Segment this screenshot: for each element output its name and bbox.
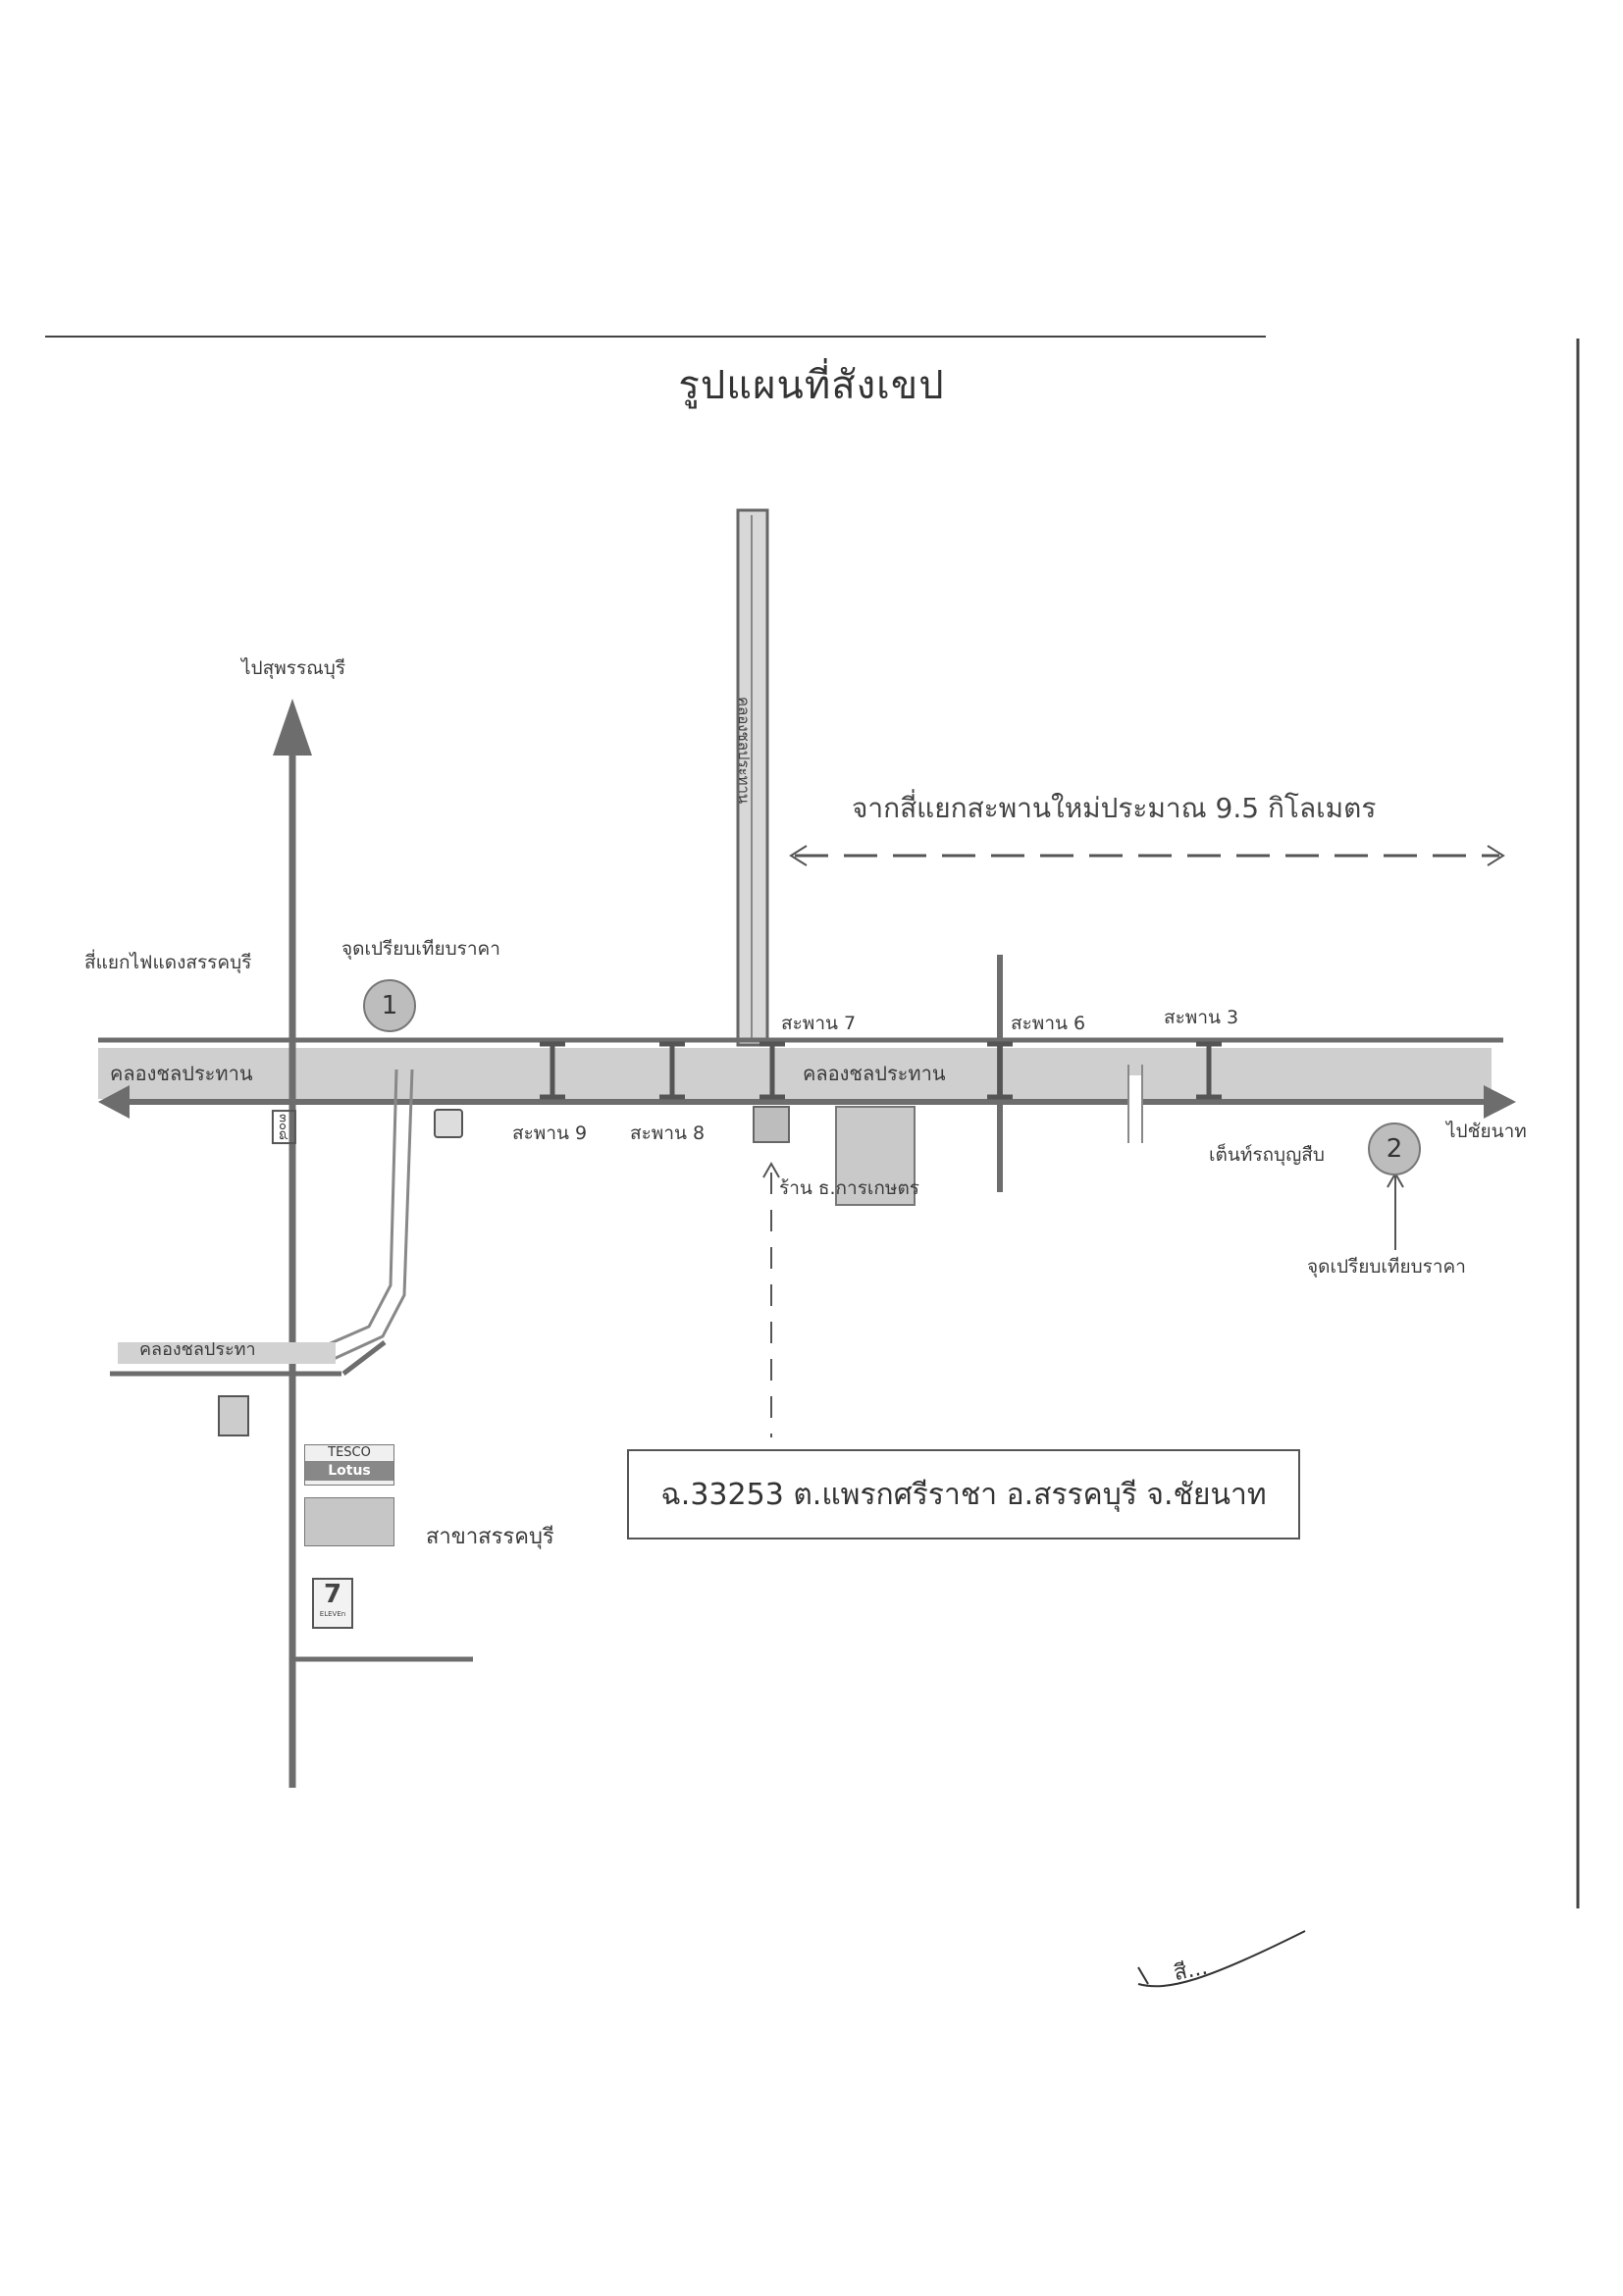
label-canal-center: คลองชลประทาน — [803, 1062, 946, 1085]
label-canal-left: คลองชลประทาน — [110, 1062, 253, 1085]
bridge-8-symbol — [659, 1041, 685, 1100]
label-canal-vertical: คลองชลประทาน — [735, 697, 753, 805]
signature: สี... — [1171, 1955, 1210, 1987]
label-tent: เต็นท์รถบุญสืบ — [1209, 1144, 1325, 1166]
bridge-7-symbol — [759, 1041, 785, 1100]
distance-note: จากสี่แยกสะพานใหม่ประมาณ 9.5 กิโลเมตร — [852, 792, 1377, 824]
bridge-6-symbol — [987, 1041, 1013, 1100]
compare-marker-2: 2 — [1368, 1122, 1421, 1175]
bridge-3-symbol — [1196, 1041, 1222, 1100]
branch-bank-logo-icon — [304, 1497, 394, 1546]
address-text: ฉ.33253 ต.แพรกศรีราชา อ.สรรคบุรี จ.ชัยนา… — [660, 1477, 1267, 1512]
label-bridge-7: สะพาน 7 — [781, 1013, 857, 1034]
bridge-9-symbol — [540, 1041, 565, 1100]
distance-arrow-left — [789, 845, 808, 866]
branch-canal-right-edge — [333, 1069, 414, 1361]
label-branch: สาขาสรรคบุรี — [426, 1525, 554, 1549]
seven-text: 7 — [323, 1580, 342, 1609]
shop-building — [753, 1106, 790, 1143]
route-sign: ๓๐๘ — [271, 1110, 296, 1144]
signature-stroke — [1137, 1930, 1306, 1988]
label-bridge-6: สะพาน 6 — [1011, 1013, 1086, 1034]
lower-canal-band — [118, 1342, 336, 1364]
seven-sub-text: ELEVEn — [319, 1610, 346, 1618]
shop-pointer-arrow — [762, 1161, 780, 1178]
bank-logo-south-icon — [218, 1395, 249, 1436]
label-compare-point-2: จุดเปรียบเทียบราคา — [1307, 1256, 1466, 1278]
branch-canal-left-edge — [323, 1069, 398, 1348]
signature-tick — [1137, 1966, 1149, 1985]
bank-logo-icon — [434, 1109, 463, 1138]
bridge-symbols — [540, 1041, 1222, 1100]
bank-building — [835, 1106, 916, 1206]
lower-road-bend — [341, 1340, 387, 1376]
label-canal-lower: คลองชลประทา — [139, 1339, 256, 1360]
main-road-arrow-east — [1484, 1085, 1516, 1119]
label-bridge-9: สะพาน 9 — [512, 1122, 588, 1144]
main-road-arrow-west — [98, 1085, 130, 1119]
seven-eleven-logo: 7 ELEVEn — [312, 1578, 353, 1629]
page-title: รูปแผนที่สังเขป — [678, 363, 945, 408]
label-bridge-3: สะพาน 3 — [1164, 1007, 1239, 1028]
lotus-text: Lotus — [305, 1461, 393, 1481]
label-intersection: สี่แยกไฟแดงสรรคบุรี — [84, 952, 252, 973]
label-to-chainat: ไปชัยนาท — [1446, 1121, 1527, 1142]
address-box: ฉ.33253 ต.แพรกศรีราชา อ.สรรคบุรี จ.ชัยนา… — [627, 1449, 1300, 1539]
label-bridge-8: สะพาน 8 — [630, 1122, 706, 1144]
main-canal-band — [98, 1048, 1492, 1099]
compare-marker-1: 1 — [363, 979, 416, 1032]
distance-arrow-right — [1487, 845, 1505, 866]
label-shop: ร้าน ธ.การเกษตร — [779, 1177, 919, 1199]
label-to-suphan: ไปสุพรรณบุรี — [241, 657, 346, 679]
north-road-arrow — [273, 699, 312, 756]
tesco-text: TESCO — [328, 1445, 371, 1460]
canal-gap — [1129, 1075, 1141, 1105]
label-compare-point-1: จุดเปรียบเทียบราคา — [341, 938, 500, 960]
tesco-lotus-logo: TESCO Lotus — [304, 1444, 394, 1486]
